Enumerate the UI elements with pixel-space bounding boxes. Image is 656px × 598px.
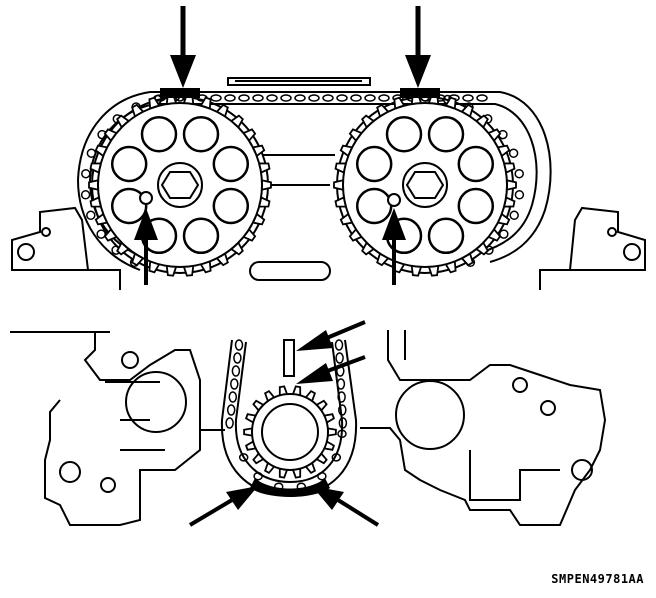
chain-link [252,94,264,102]
chain-link [228,391,238,403]
sprocket-tooth [243,427,254,437]
chain-link [337,391,346,403]
chain-link [308,94,320,102]
right-chain-mark [400,88,440,98]
sprocket-hole [110,145,148,183]
chain-link [280,94,292,102]
chain-link [266,94,278,102]
left-timing-mark-arrow [134,208,158,285]
chain-link [336,378,346,390]
left-camshaft-sprocket [88,93,272,277]
chain-link [514,168,524,179]
engine-block-left [10,331,225,526]
chain-link [210,94,222,102]
chain-link [338,417,348,429]
sprocket-hole [457,187,495,225]
crank-key-upper-arrow [296,320,366,351]
figure-code: SMPEN49781AA [551,572,644,586]
sprocket-hole [182,115,220,153]
chain-link [86,210,96,221]
chain-link [238,94,250,102]
chain-link [224,94,236,102]
chain-link [331,453,342,462]
chain-link [364,94,376,102]
alignment-arrows [134,6,431,527]
chain-link [338,404,347,416]
sprocket-tooth [326,427,337,437]
chain-link [509,210,519,221]
sprocket-hole [182,217,220,255]
chain-link [462,94,474,102]
sprocket-hole [355,187,393,225]
chain-link [253,471,263,481]
crank-keyway [283,339,295,377]
chain-link [334,339,344,351]
chain-link [294,94,306,102]
cylinder-head-outline [11,154,646,290]
chain-link [335,352,344,364]
crank-mark-left-arrow [188,486,258,527]
chain-link [81,168,91,179]
sprocket-hole [385,115,423,153]
sprocket-hole [110,187,148,225]
chain-link [317,471,327,481]
engine-block-right [360,330,607,526]
crank-key-lower-arrow [296,355,366,384]
chain-link [233,352,242,364]
crank-mark-right-arrow [312,486,380,527]
chain-link [231,365,241,377]
sprocket-tooth [333,179,345,191]
chain-link [378,94,390,102]
sprocket-hole [427,115,465,153]
sprocket-hole [140,115,178,153]
sprocket-hole [355,145,393,183]
chain-link [350,94,362,102]
chain-link [230,378,239,390]
sprocket-tooth [88,179,99,191]
right-camshaft-sprocket [333,93,517,277]
sprocket-hole [427,217,465,255]
right-timing-mark-arrow [382,208,406,285]
sprocket-tooth [260,179,272,191]
chain-link [322,94,334,102]
chain-link [499,229,509,239]
crank-chain-mark [250,478,330,497]
chain-link [80,190,91,200]
chain-link [476,94,488,102]
chain-link [336,94,348,102]
chain-link [337,429,347,439]
crankshaft-sprocket [243,339,337,479]
sprocket-tooth [505,179,517,191]
chain-link [238,453,249,462]
sprocket-hole [212,187,250,225]
sprocket-hole [457,145,495,183]
chain-link [96,229,106,239]
chain-guide [227,77,371,86]
left-chain-mark [160,88,200,98]
chain-link [86,148,97,158]
top-left-arrow [170,6,196,88]
chain-link [234,339,244,351]
chain-link [225,417,234,429]
top-right-arrow [405,6,431,88]
chain-link [226,404,236,416]
chain-link [508,148,519,158]
sprocket-hole [212,145,250,183]
chain-link [514,190,525,200]
